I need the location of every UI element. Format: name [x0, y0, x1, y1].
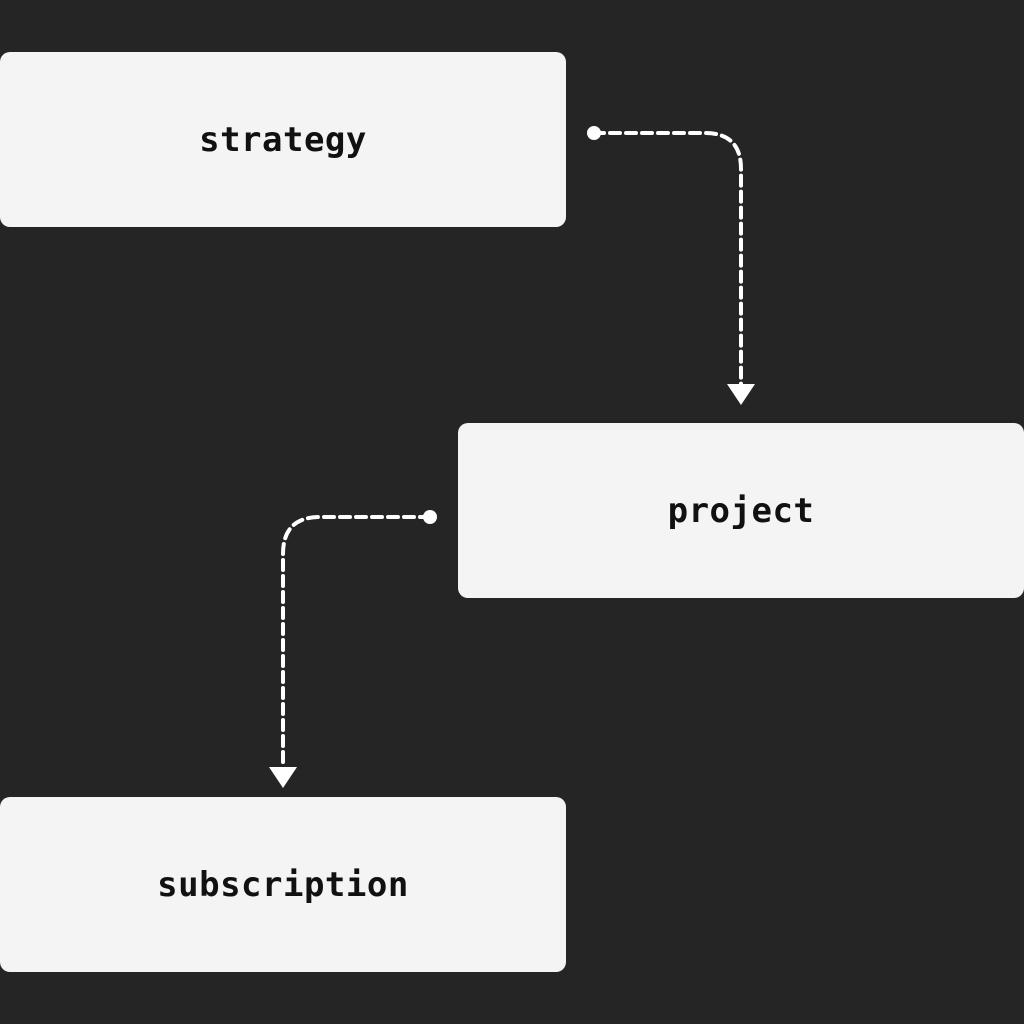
edge-strategy-to-project [587, 126, 755, 405]
edge-dashed-line [592, 131, 743, 388]
arrow-down-icon [727, 384, 755, 405]
edge-project-to-subscription [269, 510, 437, 788]
node-subscription: subscription [0, 797, 566, 972]
arrow-down-icon [269, 767, 297, 788]
node-label-strategy: strategy [199, 119, 367, 160]
edge-dashed-line [281, 515, 432, 770]
node-project: project [458, 423, 1024, 598]
edge-start-dot [423, 510, 437, 524]
node-label-subscription: subscription [157, 864, 409, 905]
edge-start-dot [587, 126, 601, 140]
node-label-project: project [667, 490, 815, 531]
node-strategy: strategy [0, 52, 566, 227]
